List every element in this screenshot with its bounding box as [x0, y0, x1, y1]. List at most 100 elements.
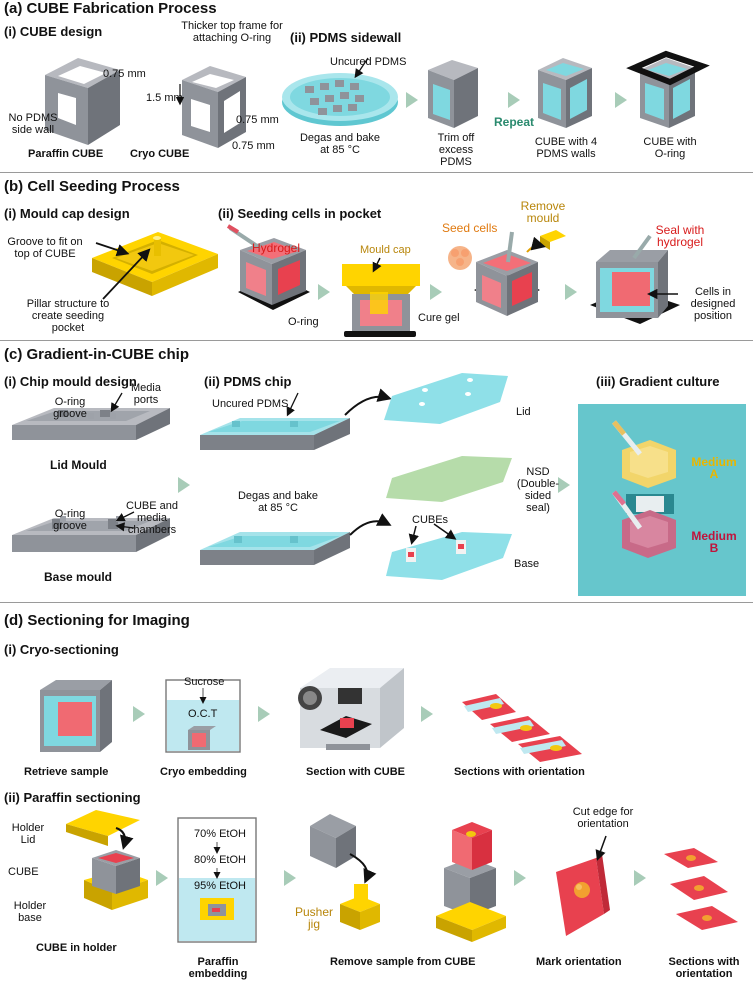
groove-label: Groove to fit on top of CUBE — [7, 236, 83, 260]
cube-holder-caption: CUBE in holder — [36, 942, 117, 954]
seeding-cube-2 — [342, 257, 420, 337]
sections-orient-caption: Sections with orientation — [454, 766, 585, 778]
cubes-label: CUBEs — [412, 514, 449, 526]
base-label: Base — [514, 558, 540, 570]
section-c-sub-i: (i) Chip mould design — [4, 374, 137, 389]
media-ports-label: Media ports — [131, 382, 161, 406]
base-mould-caption: Base mould — [44, 570, 113, 584]
remove-sample-caption: Remove sample from CUBE — [330, 956, 476, 968]
divider-b-c — [0, 340, 753, 341]
cut-edge-label: Cut edge for orientation — [572, 806, 634, 830]
lid-mould-caption: Lid Mould — [50, 458, 107, 472]
cube-media-label: CUBE and media chambers — [126, 500, 178, 536]
etoh80-label: 80% EtOH — [194, 854, 246, 866]
process-arrows-d1 — [133, 706, 433, 722]
retrieve-caption: Retrieve sample — [24, 766, 109, 778]
oring-groove-label-1: O-ring groove — [53, 396, 87, 420]
pusher-jig-label: Pusher jig — [294, 905, 334, 931]
mark-orient-caption: Mark orientation — [536, 956, 622, 968]
cryo-embed-drawing — [165, 679, 241, 753]
chip-base-layer — [386, 523, 512, 580]
uncured-pdms-label-c: Uncured PDMS — [212, 398, 289, 410]
cube-holder-drawing — [66, 810, 148, 910]
cube-oring-label: CUBE with O-ring — [643, 136, 697, 160]
oct-label: O.C.T — [188, 708, 218, 720]
process-arrows-d2 — [156, 870, 646, 886]
remove-sample-drawing — [310, 814, 506, 942]
cube-4walls-drawing — [538, 58, 592, 128]
section-a-sub-ii: (ii) PDMS sidewall — [290, 30, 402, 45]
cells-position-label: Cells in designed position — [690, 286, 736, 322]
paraffin-cube-caption: Paraffin CUBE — [28, 148, 104, 160]
degas-bake-label-c: Degas and bake at 85 °C — [237, 490, 319, 514]
section-c-sub-iii: (iii) Gradient culture — [596, 374, 720, 389]
lid-mould-drawing — [12, 392, 170, 440]
trim-off-label: Trim off excess PDMS — [437, 132, 475, 168]
dim-label-15: 1.5 mm — [146, 92, 183, 104]
section-c-title: (c) Gradient-in-CUBE chip — [4, 346, 190, 363]
seal-hydrogel-label: Seal with hydrogel — [655, 223, 705, 249]
etoh95-label: 95% EtOH — [194, 880, 246, 892]
chip-lid-layer — [384, 373, 508, 424]
holder-lid-label: Holder Lid — [11, 822, 45, 846]
section-a-title: (a) CUBE Fabrication Process — [4, 0, 217, 17]
etoh70-label: 70% EtOH — [194, 828, 246, 840]
pillar-label: Pillar structure to create seeding pocke… — [26, 298, 110, 334]
cube-4walls-label: CUBE with 4 PDMS walls — [534, 136, 598, 160]
section-b-sub-ii: (ii) Seeding cells in pocket — [218, 206, 382, 221]
mould-cap-drawing — [92, 232, 218, 300]
gradient-culture-drawing — [578, 404, 746, 596]
mark-orient-drawing — [556, 835, 610, 936]
paraffin-cube-drawing — [45, 58, 120, 145]
dim-label-075-c: 0.75 mm — [232, 140, 275, 152]
sucrose-label: Sucrose — [184, 676, 225, 688]
process-arrows-b — [318, 284, 577, 300]
chip-nsd-layer — [386, 456, 512, 502]
section-c-sub-ii: (ii) PDMS chip — [204, 374, 292, 389]
divider-a-b — [0, 172, 753, 173]
seeding-cube-1 — [226, 224, 310, 310]
nsd-label: NSD (Double-sided seal) — [516, 466, 560, 514]
pdms-dish-drawing — [282, 57, 398, 126]
sections-orient2-caption: Sections with orientation — [668, 956, 740, 980]
oring-label: O-ring — [288, 316, 319, 328]
dim-label-075-b: 0.75 mm — [236, 114, 279, 126]
cryo-sections-drawing — [462, 694, 582, 762]
cryostat-drawing — [298, 668, 404, 750]
thicker-frame-label: Thicker top frame for attaching O-ring — [181, 20, 283, 44]
mould-cap-label: Mould cap — [360, 244, 411, 256]
seed-cells-label: Seed cells — [442, 221, 498, 235]
medium-b-label: Medium B — [691, 529, 737, 555]
paraffin-embed-drawing — [177, 817, 257, 943]
paraffin-sections-drawing — [664, 848, 738, 930]
cryo-cube-caption: Cryo CUBE — [130, 148, 190, 160]
section-cube-caption: Section with CUBE — [306, 766, 406, 778]
section-d-title: (d) Sectioning for Imaging — [4, 612, 190, 629]
section-a-sub-i: (i) CUBE design — [4, 24, 103, 39]
cryo-embed-caption: Cryo embedding — [160, 766, 247, 778]
retrieve-sample-drawing — [40, 680, 112, 752]
pdms-chip-lid-drawing — [200, 392, 350, 450]
section-d-sub-ii: (ii) Paraffin sectioning — [4, 790, 141, 805]
process-arrows-a — [406, 92, 627, 108]
lid-label: Lid — [516, 406, 531, 418]
dim-label-075-a: 0.75 mm — [103, 68, 146, 80]
trim-cube-drawing — [428, 60, 478, 128]
base-mould-drawing — [12, 511, 170, 552]
remove-mould-label: Remove mould — [520, 199, 566, 225]
holder-base-label: Holder base — [13, 900, 47, 924]
degas-bake-label-a: Degas and bake at 85 °C — [299, 132, 381, 156]
paraffin-embed-caption: Paraffin embedding — [188, 956, 248, 980]
uncured-pdms-label: Uncured PDMS — [330, 56, 407, 68]
seeding-cube-3 — [448, 230, 566, 316]
process-arrows-c — [178, 477, 570, 493]
section-d-sub-i: (i) Cryo-sectioning — [4, 642, 119, 657]
cube-oring-drawing — [626, 50, 710, 128]
medium-a-label: Medium A — [691, 455, 737, 481]
cube-label-d: CUBE — [8, 866, 39, 878]
oring-groove-label-2: O-ring groove — [53, 508, 87, 532]
seeding-cube-4 — [590, 234, 680, 324]
pdms-chip-base-drawing — [200, 532, 350, 565]
section-b-sub-i: (i) Mould cap design — [4, 206, 130, 221]
